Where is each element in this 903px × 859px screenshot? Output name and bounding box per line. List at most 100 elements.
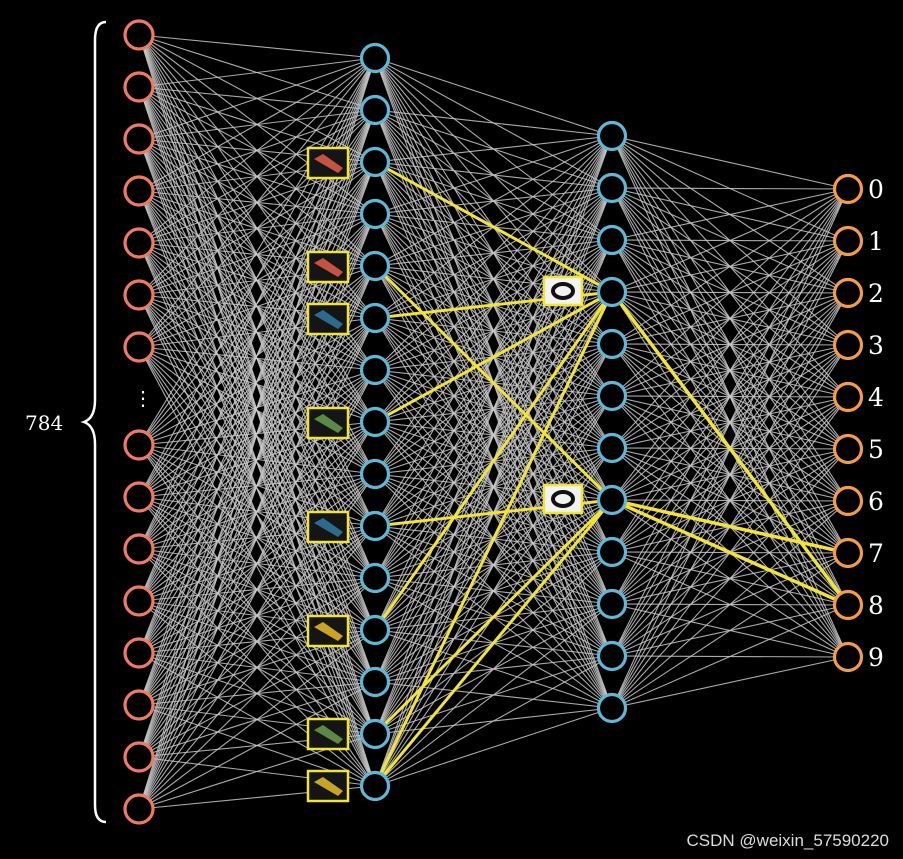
input-neuron [123, 331, 155, 363]
highlight-edge [373, 498, 614, 736]
hidden1-neuron [359, 718, 391, 750]
hidden1-neuron [359, 614, 391, 646]
edge-hidden2-output [611, 188, 849, 241]
edge-hidden1-hidden2 [374, 135, 613, 527]
hidden1-neuron [359, 302, 391, 334]
stroke-red-patch-icon [306, 250, 350, 284]
output-digit-label: 7 [868, 539, 884, 568]
input-neuron [123, 279, 155, 311]
edge-input-hidden1 [138, 34, 376, 59]
loop-patch-icon [542, 483, 584, 515]
edge-hidden2-output [611, 240, 849, 709]
edge-input-hidden1 [138, 525, 376, 810]
highlight-edge [373, 264, 614, 502]
edge-hidden1-hidden2 [374, 57, 613, 137]
output-neuron [832, 225, 864, 257]
input-neuron [123, 741, 155, 773]
hidden2-neuron [596, 588, 628, 620]
edge-input-hidden1 [138, 57, 376, 348]
hidden2-neuron [596, 536, 628, 568]
hidden1-neuron [359, 562, 391, 594]
edge-input-hidden1 [138, 346, 376, 631]
edge-hidden2-output [611, 188, 849, 657]
edge-hidden2-output [611, 448, 849, 709]
edge-hidden1-hidden2 [374, 135, 613, 423]
hidden2-neuron [596, 640, 628, 672]
feature-patches [306, 146, 584, 803]
stroke-yellow-patch-icon [306, 614, 350, 648]
edge-input-hidden1 [138, 421, 376, 810]
edge-input-hidden1 [138, 57, 376, 88]
hidden2-neuron [596, 172, 628, 204]
highlight-edge [373, 499, 614, 787]
highlight-edge [611, 498, 849, 555]
edge-hidden1-hidden2 [374, 135, 613, 267]
edge-input-hidden1 [138, 57, 376, 498]
edge-hidden2-output [611, 188, 849, 345]
edge-input-hidden1 [138, 346, 376, 527]
output-neuron [832, 485, 864, 517]
highlight-edge [611, 498, 849, 607]
hidden1-neuron [359, 666, 391, 698]
hidden2-neuron [596, 328, 628, 360]
edge-hidden1-hidden2 [374, 135, 613, 215]
output-digit-label: 3 [868, 331, 884, 360]
edge-hidden2-output [611, 656, 849, 709]
output-neuron [832, 329, 864, 361]
hidden2-neuron [596, 120, 628, 152]
edge-hidden2-output [611, 500, 849, 709]
input-neuron [123, 481, 155, 513]
edge-input-hidden1 [138, 265, 376, 810]
edge-hidden2-output [611, 188, 849, 553]
edge-input-hidden1 [138, 369, 376, 810]
edge-hidden1-hidden2 [374, 109, 613, 137]
hidden1-neuron [359, 94, 391, 126]
input-neuron [123, 19, 155, 51]
edge-hidden2-output [611, 188, 849, 501]
edge-input-hidden1 [138, 57, 376, 140]
input-ellipsis: ⋮ [133, 386, 153, 410]
stroke-yellow-patch-icon [306, 769, 350, 803]
output-digit-label: 4 [868, 383, 884, 412]
edge-hidden1-hidden2 [374, 135, 613, 735]
edge-input-hidden1 [138, 109, 376, 810]
edge-input-hidden1 [138, 57, 376, 810]
output-digit-label: 6 [868, 487, 884, 516]
edge-hidden1-hidden2 [374, 343, 613, 787]
hidden1-neuron [359, 198, 391, 230]
loop-patch-icon [542, 275, 584, 307]
highlight-edge [374, 160, 613, 294]
output-neuron [832, 381, 864, 413]
edge-hidden2-output [611, 135, 849, 190]
stroke-green-patch-icon [306, 717, 350, 751]
edge-hidden2-output [611, 188, 849, 449]
edge-input-hidden1 [138, 346, 376, 475]
output-digit-label: 0 [868, 175, 884, 204]
hidden1-neuron [359, 770, 391, 802]
input-neuron [123, 689, 155, 721]
output-digit-label: 8 [868, 591, 884, 620]
edge-hidden1-hidden2 [374, 707, 613, 787]
connection-lines [138, 34, 849, 810]
edge-hidden2-output [611, 552, 849, 709]
output-neuron [832, 589, 864, 621]
edge-hidden1-hidden2 [374, 655, 613, 787]
hidden1-neuron [359, 146, 391, 178]
edge-input-hidden1 [138, 57, 376, 296]
edge-hidden1-hidden2 [374, 135, 613, 371]
output-digit-label: 5 [868, 435, 884, 464]
output-digit-label: 9 [868, 643, 884, 672]
output-digit-label: 2 [868, 279, 884, 308]
input-neuron [123, 533, 155, 565]
highlight-edge [373, 291, 614, 787]
input-neuron [123, 585, 155, 617]
hidden2-neuron [596, 224, 628, 256]
input-neuron [123, 175, 155, 207]
highlight-edge [374, 290, 613, 424]
output-neuron [832, 433, 864, 465]
hidden1-neuron [359, 510, 391, 542]
input-neuron [123, 71, 155, 103]
output-neuron [832, 537, 864, 569]
stroke-blue-patch-icon [306, 510, 350, 544]
